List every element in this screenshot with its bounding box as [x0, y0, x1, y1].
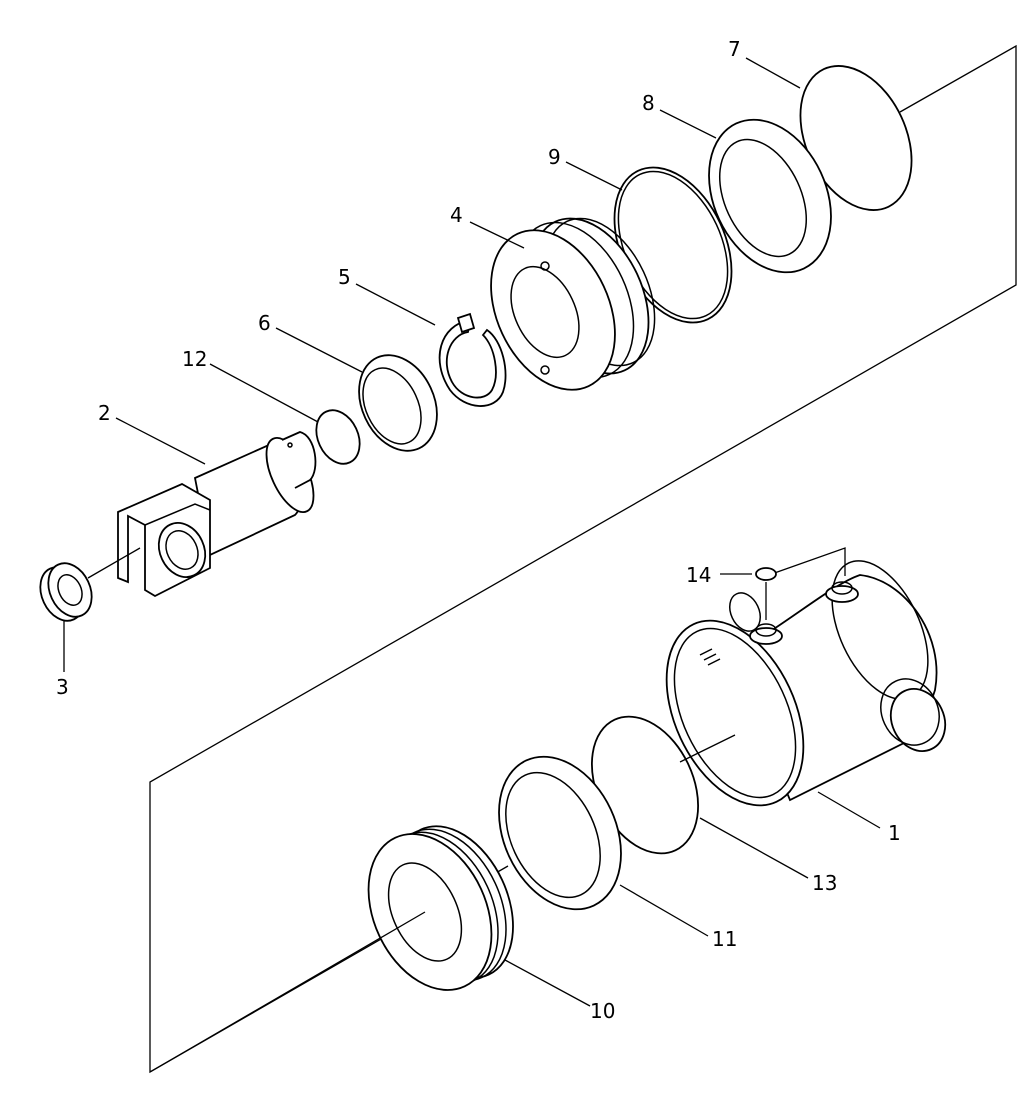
callout-8: 8 — [642, 91, 655, 115]
part-13-axis-line — [679, 734, 736, 763]
callout-4: 4 — [450, 203, 463, 227]
callout-10: 10 — [590, 999, 615, 1023]
callout-6: 6 — [258, 311, 271, 335]
part-12-disc — [315, 409, 361, 465]
part-10-axis-line — [149, 911, 426, 1073]
part-11-ring — [498, 755, 622, 911]
part-4-piston — [490, 217, 656, 391]
callout-3: 3 — [56, 675, 69, 699]
callout-2: 2 — [98, 401, 111, 425]
part-6-bushing — [358, 354, 438, 452]
part-14-disc — [755, 567, 777, 581]
part-1-cylinder-body — [665, 560, 947, 807]
part-3-bushing — [39, 562, 93, 622]
part-14-bracket — [765, 547, 846, 577]
callout-14: 14 — [686, 563, 711, 587]
leader-lines — [63, 57, 881, 1007]
part-2-rod-clevis — [117, 431, 317, 598]
callout-11: 11 — [712, 927, 737, 951]
part-5-split-ring — [438, 312, 507, 407]
callout-5: 5 — [338, 265, 351, 289]
callout-9: 9 — [548, 145, 561, 169]
callout-1: 1 — [888, 821, 901, 845]
callout-7: 7 — [728, 37, 741, 61]
callout-13: 13 — [812, 871, 837, 895]
part-10-gland — [367, 825, 514, 991]
callout-12: 12 — [182, 347, 207, 371]
part-3-axis-line — [87, 547, 141, 579]
